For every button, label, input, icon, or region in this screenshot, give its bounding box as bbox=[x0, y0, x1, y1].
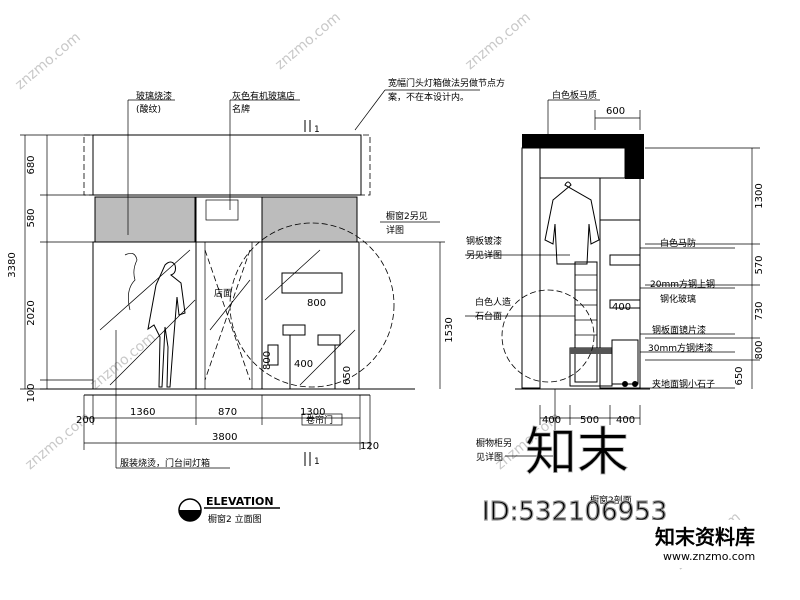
note-window-1: 橱窗2另见 bbox=[386, 210, 428, 222]
section-note-top: 白色板马质 bbox=[552, 89, 597, 101]
section-mark-top: 1 bbox=[314, 125, 320, 135]
watermark-diag-1: znzmo.com bbox=[12, 29, 83, 93]
section-note-left-2: 另见详图 bbox=[466, 249, 502, 261]
title-elevation: ELEVATION bbox=[206, 495, 274, 508]
section-dim-bottom-2: 500 bbox=[580, 415, 599, 426]
section-note-glass-1: 20mm方钢上钢 bbox=[650, 278, 715, 290]
note-lightbox: 玻璃烧漆 bbox=[136, 90, 172, 102]
title-subtitle: 橱窗2 立面图 bbox=[208, 513, 262, 525]
dim-left-2020: 2020 bbox=[26, 300, 37, 325]
store-name-label: 店面 bbox=[214, 287, 232, 299]
section-note-base: 夹地面钢小石子 bbox=[652, 378, 715, 390]
note-sign-sub: 名牌 bbox=[232, 103, 250, 115]
dim-bottom-200: 200 bbox=[76, 415, 95, 426]
section-dim-650: 650 bbox=[734, 366, 745, 385]
bottom-tag-label: 卷帘门 bbox=[306, 414, 333, 426]
note-sign: 灰色有机玻璃店 bbox=[232, 90, 295, 102]
title-block: ELEVATION 橱窗2 立面图 bbox=[178, 495, 280, 525]
dim-inner-800-side: 800 bbox=[262, 351, 273, 370]
section-note-bottom-1: 橱物柜另 bbox=[476, 437, 512, 449]
dim-inner-650: 650 bbox=[342, 366, 353, 385]
dim-bottom-1360: 1360 bbox=[130, 407, 155, 418]
left-elevation: 店面 680 580 2020 100 3380 1530 800 800 40… bbox=[7, 77, 505, 469]
dim-left-580: 580 bbox=[26, 208, 37, 227]
section-dim-1300: 1300 bbox=[754, 183, 765, 208]
watermark-url: www.znzmo.com bbox=[663, 550, 755, 563]
watermark-brand-cn: 知末 bbox=[525, 423, 629, 483]
note-header-2: 案，不在本设计内。 bbox=[388, 91, 469, 103]
note-window-2: 详图 bbox=[386, 224, 404, 236]
dim-bottom-870: 870 bbox=[218, 407, 237, 418]
section-note-left-4: 石台面 bbox=[475, 310, 502, 322]
section-dim-570: 570 bbox=[754, 255, 765, 274]
section-caption: 橱窗2剖面 bbox=[590, 494, 632, 506]
note-bottom: 服装烧烫，门台间灯箱 bbox=[120, 457, 210, 469]
watermark-brand-full: 知末资料库 bbox=[655, 525, 755, 549]
section-mark-bottom: 1 bbox=[314, 457, 320, 467]
section-note-left-1: 钢板镀漆 bbox=[466, 235, 502, 247]
dim-left-100: 100 bbox=[26, 383, 37, 402]
section-note-bottom-2: 见详图 bbox=[476, 451, 503, 463]
dim-bottom-total: 3800 bbox=[212, 432, 237, 443]
dim-bottom-120: 120 bbox=[360, 441, 379, 452]
watermark-diag-4: znzmo.com bbox=[87, 329, 158, 393]
watermark-diag-2: znzmo.com bbox=[272, 9, 343, 73]
section-dim-800: 800 bbox=[754, 340, 765, 359]
section-note-left-3: 白色人造 bbox=[475, 296, 511, 308]
section-dim-mid: 400 bbox=[612, 302, 631, 313]
dim-inner-800-top: 800 bbox=[307, 298, 326, 309]
dim-left-total: 3380 bbox=[7, 252, 18, 277]
section-dim-bottom-1: 400 bbox=[542, 415, 561, 426]
dim-window-height: 1530 bbox=[444, 317, 455, 342]
right-section: 600 1300 570 730 800 650 400 400 500 400… bbox=[465, 89, 765, 506]
dim-left-680: 680 bbox=[26, 155, 37, 174]
note-header-1: 宽幅门头灯箱做法另做节点方 bbox=[388, 77, 505, 89]
brand-watermark: 知末 ID:532106953 知末资料库 www.znzmo.com bbox=[481, 423, 794, 568]
section-dim-bottom-3: 400 bbox=[616, 415, 635, 426]
section-dim-730: 730 bbox=[754, 301, 765, 320]
section-note-pipe: 30mm方钢烤漆 bbox=[648, 342, 713, 354]
section-note-shelf: 钢板面镜片漆 bbox=[652, 324, 706, 336]
dim-bottom-1300: 1300 bbox=[300, 407, 325, 418]
section-dim-top: 600 bbox=[606, 106, 625, 117]
note-lightbox-sub: (酸纹) bbox=[136, 103, 161, 115]
section-note-board: 白色马防 bbox=[660, 237, 696, 249]
watermark-diag-3: znzmo.com bbox=[462, 9, 533, 73]
watermark-diagonal-group: znzmo.com znzmo.com znzmo.com znzmo.com … bbox=[12, 9, 743, 573]
dim-inner-400: 400 bbox=[294, 359, 313, 370]
section-note-glass-2: 钢化玻璃 bbox=[660, 293, 696, 305]
